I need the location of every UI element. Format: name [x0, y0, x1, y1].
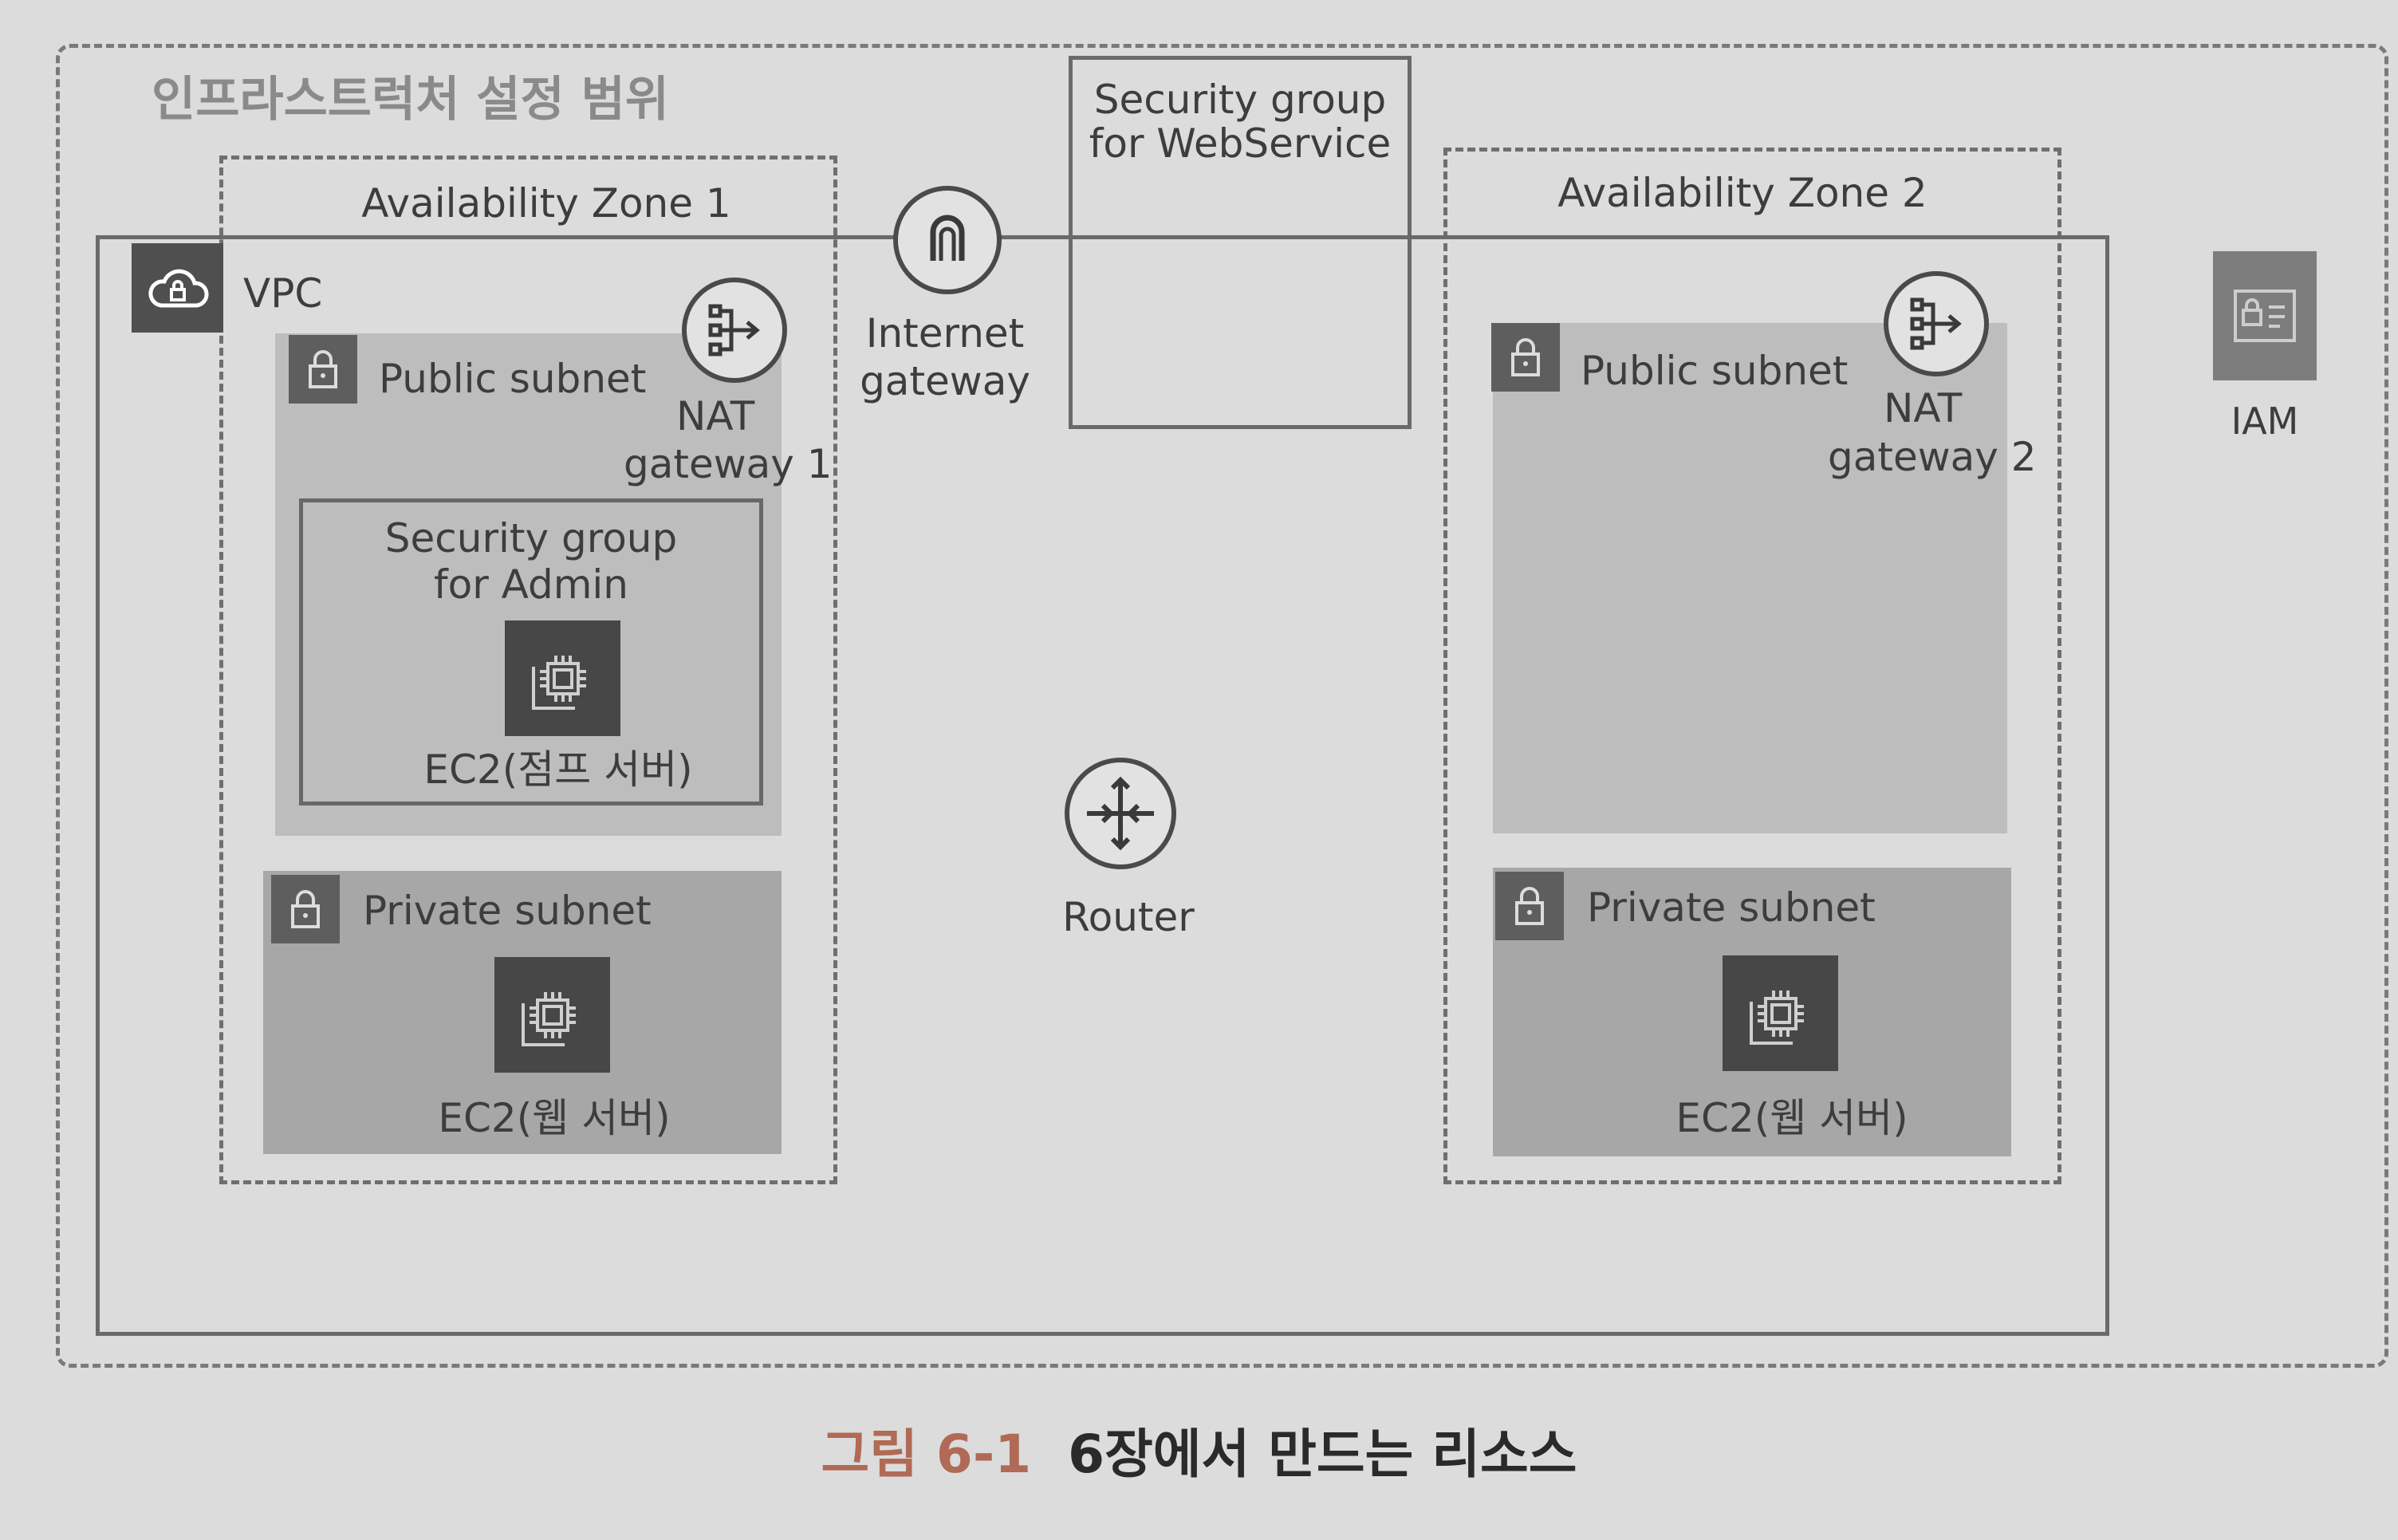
az1-public-subnet-lock-icon [289, 335, 357, 404]
jump-server-ec2-icon [505, 620, 620, 736]
nat-gateway-1-icon [682, 278, 787, 383]
figure-number: 그림 6-1 [821, 1424, 1032, 1485]
security-group-webservice [1069, 56, 1412, 429]
az2-web-server-ec2-icon [1723, 955, 1838, 1071]
az2-public-subnet-label: Public subnet [1581, 348, 1849, 394]
nat-gateway-2-line2: gateway 2 [1828, 434, 2037, 480]
sg-admin-line1: Security group [384, 515, 678, 561]
sg-web-line1: Security group [1093, 77, 1387, 123]
az1-public-subnet [275, 333, 782, 836]
jump-server-label: EC2(점프 서버) [423, 746, 693, 793]
az1-private-subnet-lock-icon [271, 875, 340, 943]
az1-title: Availability Zone 1 [361, 180, 731, 226]
iam-label: IAM [2231, 400, 2299, 443]
az1-web-server-ec2-icon [494, 957, 610, 1073]
nat-gateway-1-line1: NAT [676, 393, 755, 439]
internet-gateway-icon [893, 186, 1002, 294]
internet-gateway-line1: Internet [865, 310, 1025, 356]
az2-private-subnet-label: Private subnet [1587, 884, 1876, 931]
availability-zone-2 [1443, 148, 2061, 1184]
nat-gateway-2-line1: NAT [1884, 385, 1963, 431]
sg-admin-line2: for Admin [434, 561, 628, 608]
security-group-admin [299, 498, 763, 805]
router-label: Router [1062, 894, 1195, 940]
az2-title: Availability Zone 2 [1557, 170, 1927, 216]
vpc-label: VPC [243, 270, 323, 317]
nat-gateway-2-icon [1884, 271, 1989, 376]
az1-web-server-label: EC2(웹 서버) [438, 1095, 671, 1141]
az2-private-subnet-lock-icon [1495, 872, 1564, 940]
vpc-cloud-lock-icon [132, 243, 223, 333]
infrastructure-scope-boundary [56, 44, 2388, 1368]
vpc-boundary [96, 235, 2109, 1336]
az1-private-subnet-label: Private subnet [363, 888, 652, 934]
az2-public-subnet-lock-icon [1491, 323, 1560, 392]
figure-title: 6장에서 만드는 리소스 [1068, 1424, 1577, 1485]
az2-public-subnet [1493, 323, 2007, 833]
az1-public-subnet-label: Public subnet [379, 356, 647, 402]
internet-gateway-line2: gateway [860, 358, 1030, 404]
az2-web-server-label: EC2(웹 서버) [1675, 1095, 1908, 1141]
scope-title: 인프라스트럭처 설정 범위 [152, 72, 669, 128]
sg-web-line2: for WebService [1089, 120, 1392, 167]
availability-zone-1 [219, 156, 837, 1184]
nat-gateway-1-line2: gateway 1 [624, 441, 833, 487]
iam-icon [2213, 251, 2317, 380]
figure-caption: 그림 6-1 6장에서 만드는 리소스 [0, 1412, 2398, 1488]
router-icon [1065, 758, 1176, 869]
